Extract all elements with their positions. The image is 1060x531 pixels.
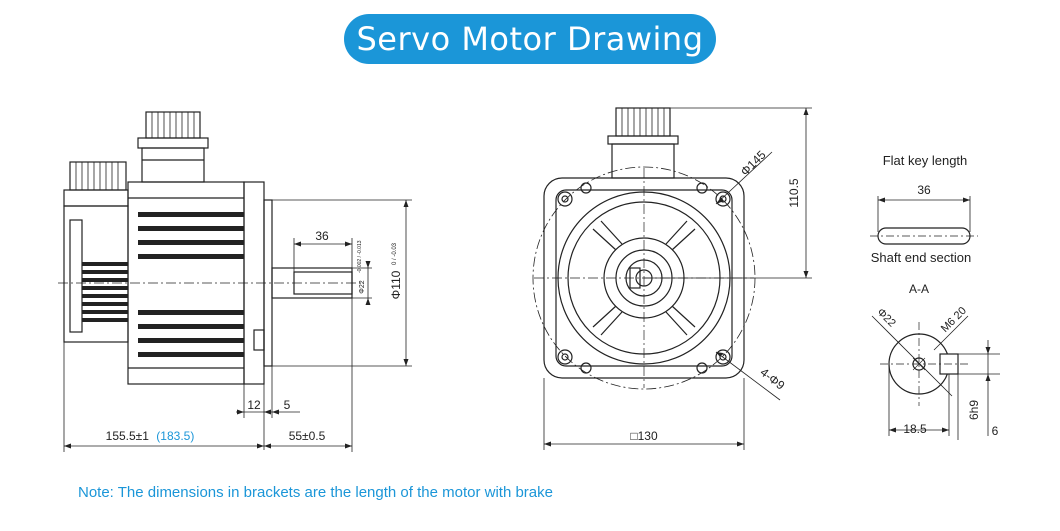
dim-key-36: 36 xyxy=(917,183,931,197)
page-title: Servo Motor Drawing xyxy=(356,20,704,58)
key-detail: Flat key length 36 Shaft end section A-A xyxy=(870,153,1000,440)
dim-key-36-side: 36 xyxy=(315,229,329,243)
dim-pcd: Φ145 xyxy=(738,148,769,179)
power-connector xyxy=(137,111,209,183)
title-banner: Servo Motor Drawing xyxy=(344,14,716,64)
dim-6h9: 6h9 xyxy=(967,400,981,420)
spokes xyxy=(592,220,696,336)
footnote: Note: The dimensions in brackets are the… xyxy=(78,484,553,501)
encoder-connector xyxy=(63,161,129,207)
front-power-connector xyxy=(607,107,679,179)
side-arrowheads xyxy=(64,200,409,449)
section-label: A-A xyxy=(909,282,929,296)
dim-pilot-tol: 0 / -0.03 xyxy=(392,242,398,265)
dim-section-dia: Φ22 xyxy=(874,306,897,329)
dim-body-length: 155.5±1 xyxy=(106,429,150,443)
side-view: 36 Φ22 -0.002 / -0.013 Φ110 0 / -0.03 12… xyxy=(58,111,412,452)
side-dimension-lines xyxy=(63,199,412,452)
dim-shaft-dia-side: Φ22 xyxy=(359,280,366,293)
dim-shaft-tol-side: -0.002 / -0.013 xyxy=(357,240,363,273)
front-view: Φ145 110.5 4-Φ9 □130 xyxy=(532,107,812,450)
dim-square: □130 xyxy=(630,429,658,443)
dim-5: 5 xyxy=(284,398,291,412)
shaft-section-caption: Shaft end section xyxy=(871,250,971,265)
dim-18-5: 18.5 xyxy=(903,422,927,436)
svg-text:155.5±1 (183.5): 155.5±1 (183.5) xyxy=(106,429,195,443)
front-dimension-lines xyxy=(543,107,812,450)
flat-key-title: Flat key length xyxy=(883,153,968,168)
dim-pilot-dia: Φ110 xyxy=(389,270,403,299)
mounting-holes xyxy=(557,182,731,374)
dim-6: 6 xyxy=(992,424,999,438)
rear-fins xyxy=(82,262,128,322)
dim-height: 110.5 xyxy=(787,178,801,207)
dim-shaft-length: 55±0.5 xyxy=(289,429,326,443)
dim-12: 12 xyxy=(247,398,261,412)
dim-body-length-brake: (183.5) xyxy=(156,429,194,443)
dim-holes: 4-Φ9 xyxy=(758,365,788,393)
